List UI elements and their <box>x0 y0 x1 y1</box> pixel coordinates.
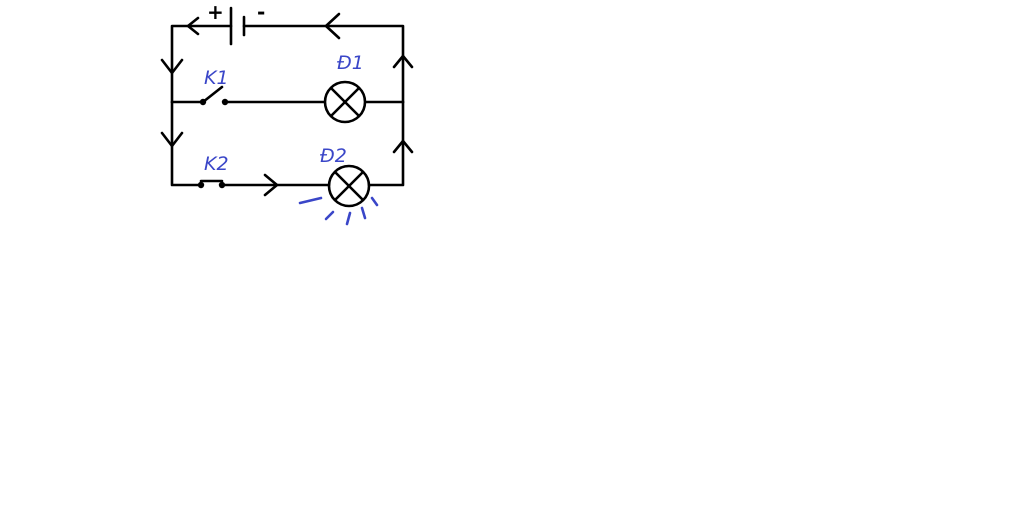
arrow-right-upper-icon <box>392 54 414 69</box>
switch-k1-contact-right <box>221 98 229 106</box>
lamp-d2-bulb <box>327 164 371 208</box>
switch-k2-contact-left <box>197 181 205 189</box>
lamp-d2 <box>327 164 371 208</box>
switch-k1 <box>199 85 229 106</box>
switch-k2 <box>197 179 226 189</box>
glow-ray <box>360 206 367 220</box>
lamp-d2-glow-rays <box>298 196 379 226</box>
wire-top-left <box>170 24 233 104</box>
lamp-d1-label: Đ1 <box>337 52 364 74</box>
arrow-bottom-icon <box>263 173 279 197</box>
arrow-top-right-icon <box>324 12 341 40</box>
switch-k2-label: K2 <box>204 153 229 175</box>
wire-left-vertical <box>170 100 203 187</box>
arrow-left-lower-icon <box>160 131 184 148</box>
switch-k1-blade <box>201 85 224 104</box>
lamp-d2-cross-b <box>333 170 365 202</box>
battery-plus-label: + <box>207 0 224 24</box>
lamp-d1-cross-b <box>329 86 361 118</box>
battery-minus-label: - <box>257 0 265 24</box>
wire-top-right <box>242 24 405 104</box>
lamp-d2-label: Đ2 <box>320 145 347 167</box>
glow-ray <box>345 211 352 226</box>
lamp-d1 <box>323 80 367 124</box>
glow-ray <box>370 196 379 207</box>
glow-ray <box>324 210 335 221</box>
battery: + - <box>207 0 265 46</box>
arrow-top-left-icon <box>186 16 200 36</box>
switch-k1-label: K1 <box>204 67 229 89</box>
lamp-d1-bulb <box>323 80 367 124</box>
arrow-left-upper-icon <box>160 58 184 75</box>
switch-k2-contact-right <box>218 181 226 189</box>
arrow-right-lower-icon <box>392 139 414 154</box>
wire-right-vertical <box>367 100 405 187</box>
glow-ray <box>298 196 323 205</box>
